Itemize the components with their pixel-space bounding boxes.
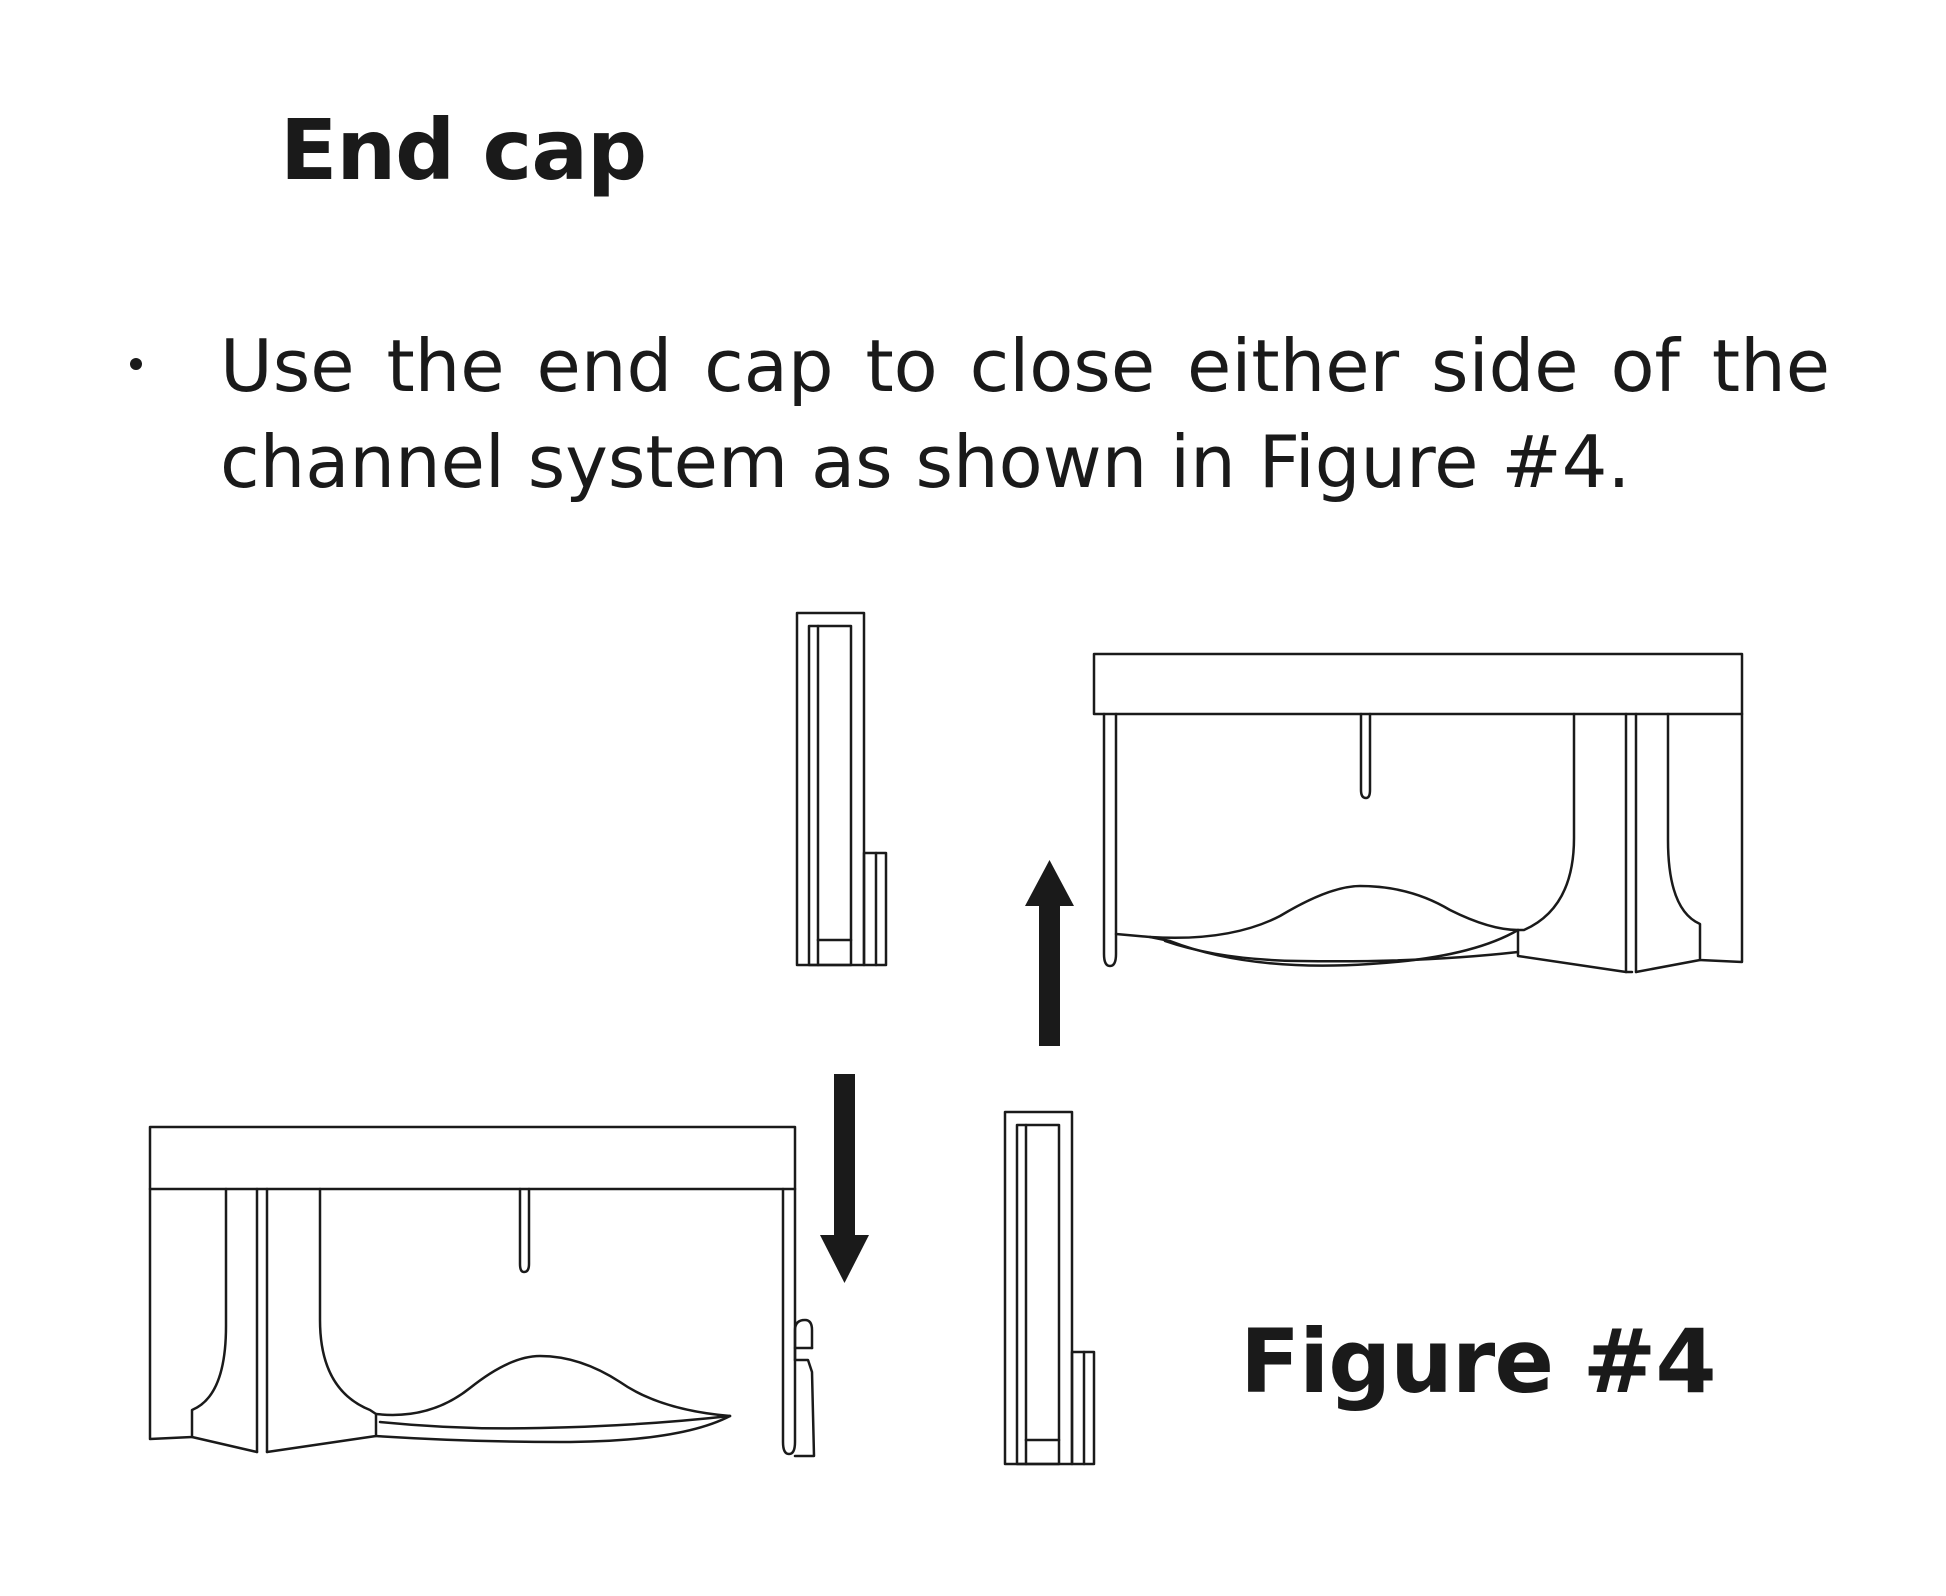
arrow-down-icon — [820, 1074, 869, 1283]
end-cap-upper — [795, 611, 888, 967]
figure-label: Figure #4 — [1240, 1310, 1717, 1413]
channel-left — [148, 1125, 816, 1458]
instruction-text: Use the end cap to close either side of … — [220, 324, 1830, 504]
arrow-up-icon — [1025, 860, 1074, 1046]
bullet-dot — [130, 358, 142, 370]
channel-right — [1092, 652, 1744, 974]
page-title: End cap — [280, 101, 647, 199]
end-cap-lower — [1003, 1110, 1096, 1466]
